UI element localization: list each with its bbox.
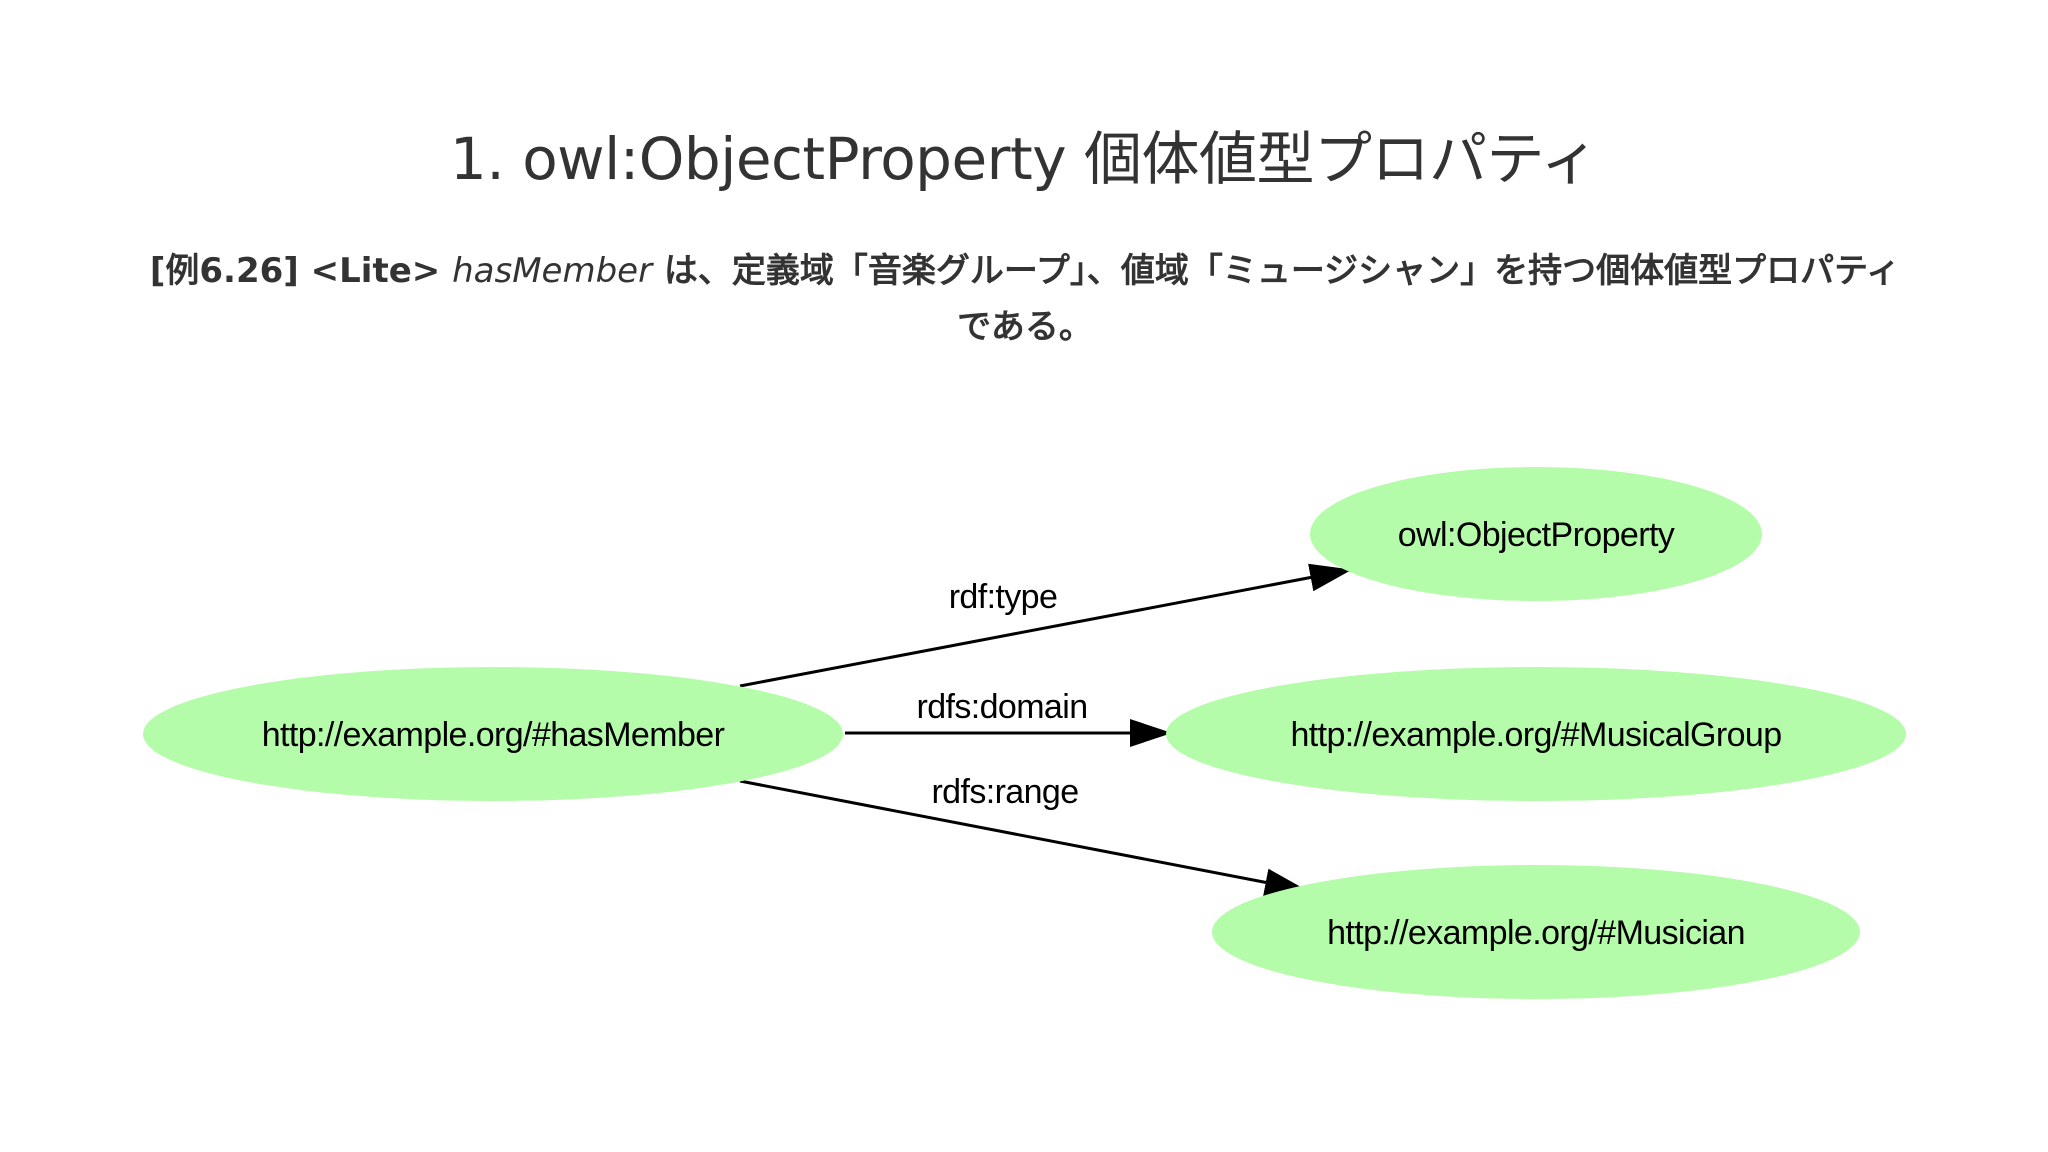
edge-label-rdfs-domain: rdfs:domain	[916, 688, 1087, 726]
edge-rdfs-domain: rdfs:domain	[845, 688, 1172, 747]
example-caption: [例6.26] <Lite> hasMember は、定義域「音楽グループ」、値…	[140, 243, 1910, 355]
node-has-member-label: http://example.org/#hasMember	[262, 716, 725, 754]
node-musician: http://example.org/#Musician	[1212, 865, 1860, 999]
edge-label-rdf-type: rdf:type	[949, 578, 1058, 616]
node-musical-group: http://example.org/#MusicalGroup	[1166, 667, 1906, 801]
node-object-property-label: owl:ObjectProperty	[1398, 516, 1675, 554]
node-object-property-ellipse	[1310, 467, 1762, 601]
edge-rdfs-range-arrow	[739, 779, 1307, 897]
node-has-member: http://example.org/#hasMember	[143, 667, 843, 801]
edge-rdfs-range: rdfs:range	[739, 773, 1307, 897]
node-object-property: owl:ObjectProperty	[1310, 467, 1762, 601]
profile-tag: <Lite>	[310, 251, 441, 291]
slide-title: 1. owl:ObjectProperty 個体値型プロパティ	[449, 125, 1599, 193]
edge-label-rdfs-range: rdfs:range	[931, 773, 1078, 811]
edge-rdf-type-arrow	[739, 563, 1352, 688]
node-musician-ellipse	[1212, 865, 1860, 999]
edge-rdf-type: rdf:type	[739, 563, 1352, 688]
node-musical-group-ellipse	[1166, 667, 1906, 801]
node-musical-group-label: http://example.org/#MusicalGroup	[1290, 716, 1781, 754]
node-musician-label: http://example.org/#Musician	[1327, 914, 1745, 952]
property-term: hasMember	[452, 251, 653, 291]
example-reference: [例6.26]	[149, 251, 299, 291]
node-has-member-ellipse	[143, 667, 843, 801]
caption-text: は、定義域「音楽グループ」、値域「ミュージシャン」を持つ個体値型プロパティである…	[663, 251, 1901, 347]
